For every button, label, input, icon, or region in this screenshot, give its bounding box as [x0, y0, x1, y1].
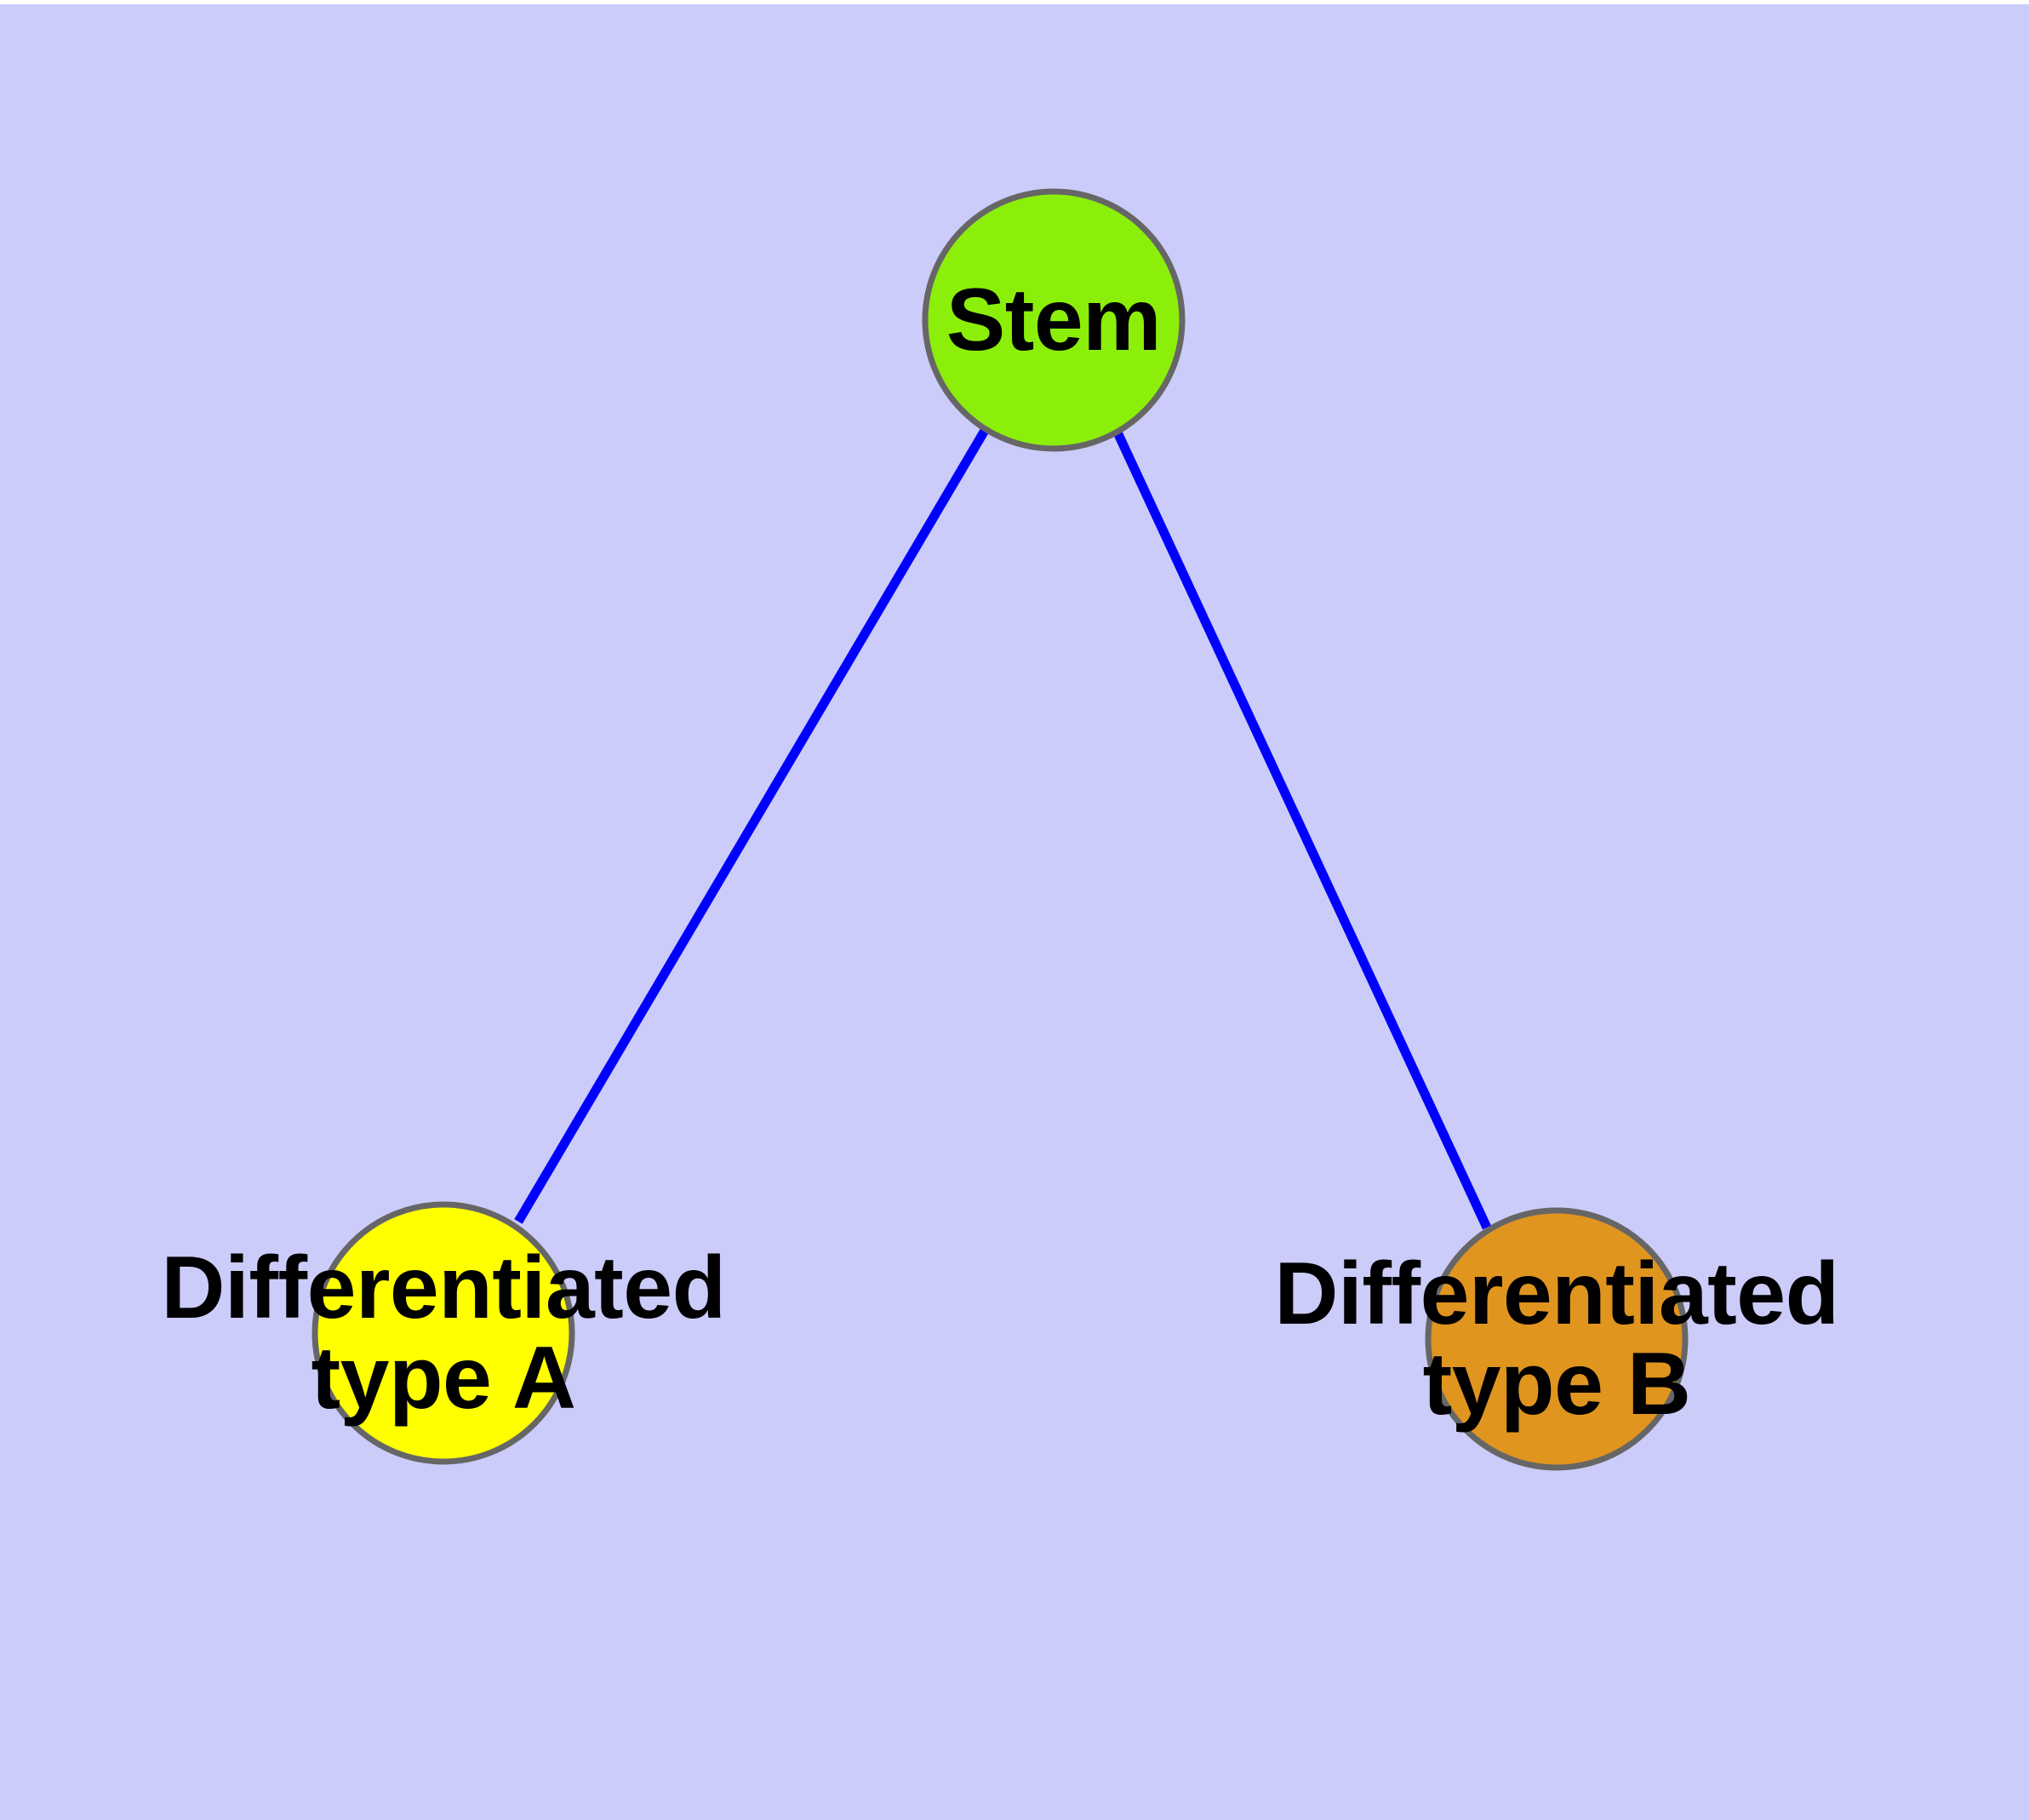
edges-layer: [514, 426, 1491, 1230]
edge-stem-diff-a[interactable]: [514, 426, 990, 1224]
nodes-layer: [311, 188, 1689, 1471]
node-circle-stem[interactable]: [922, 188, 1186, 452]
node-circle-diff_b[interactable]: [1425, 1207, 1689, 1471]
edge-stem-diff-b[interactable]: [1113, 430, 1491, 1230]
node-circle-diff_a[interactable]: [311, 1201, 575, 1465]
